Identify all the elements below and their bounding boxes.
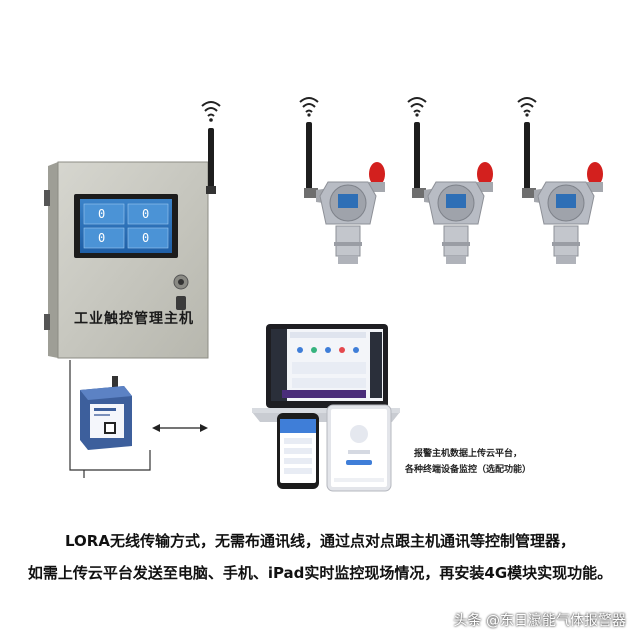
- gas-detector-3: [516, 92, 616, 272]
- cloud-upload-note: 报警主机数据上传云平台， 各种终端设备监控（选配功能）: [398, 446, 538, 478]
- control-cabinet: 0 0 0 0: [40, 160, 210, 360]
- cabinet-body: [44, 161, 209, 359]
- double-arrow-icon: [152, 424, 208, 432]
- screen-value-3: 0: [98, 231, 106, 245]
- cabinet-antenna-icon: [201, 101, 221, 194]
- 4g-module: [74, 374, 136, 454]
- caption-line-2: 如需上传云平台发送至电脑、手机、iPad实时监控现场情况，再安装4G模块实现功能…: [27, 564, 613, 582]
- screen-value-4: 0: [142, 231, 150, 245]
- smartphone: [276, 412, 320, 490]
- tablet: [326, 404, 392, 492]
- screen-value-1: 0: [98, 207, 106, 221]
- cloud-upload-note-line2: 各种终端设备监控（选配功能）: [404, 465, 531, 475]
- caption-line-1: LORA无线传输方式，无需布通讯线，通过点对点跟主机通讯等控制管理器，: [65, 532, 575, 550]
- cloud-upload-note-line1: 报警主机数据上传云平台，: [413, 449, 522, 459]
- cabinet-label: 工业触控管理主机: [74, 311, 194, 327]
- gas-detector-1: [298, 92, 398, 272]
- screen-value-2: 0: [142, 207, 150, 221]
- watermark: 头条 @东日瀛能气体报警器: [453, 613, 626, 629]
- gas-detector-2: [406, 92, 506, 272]
